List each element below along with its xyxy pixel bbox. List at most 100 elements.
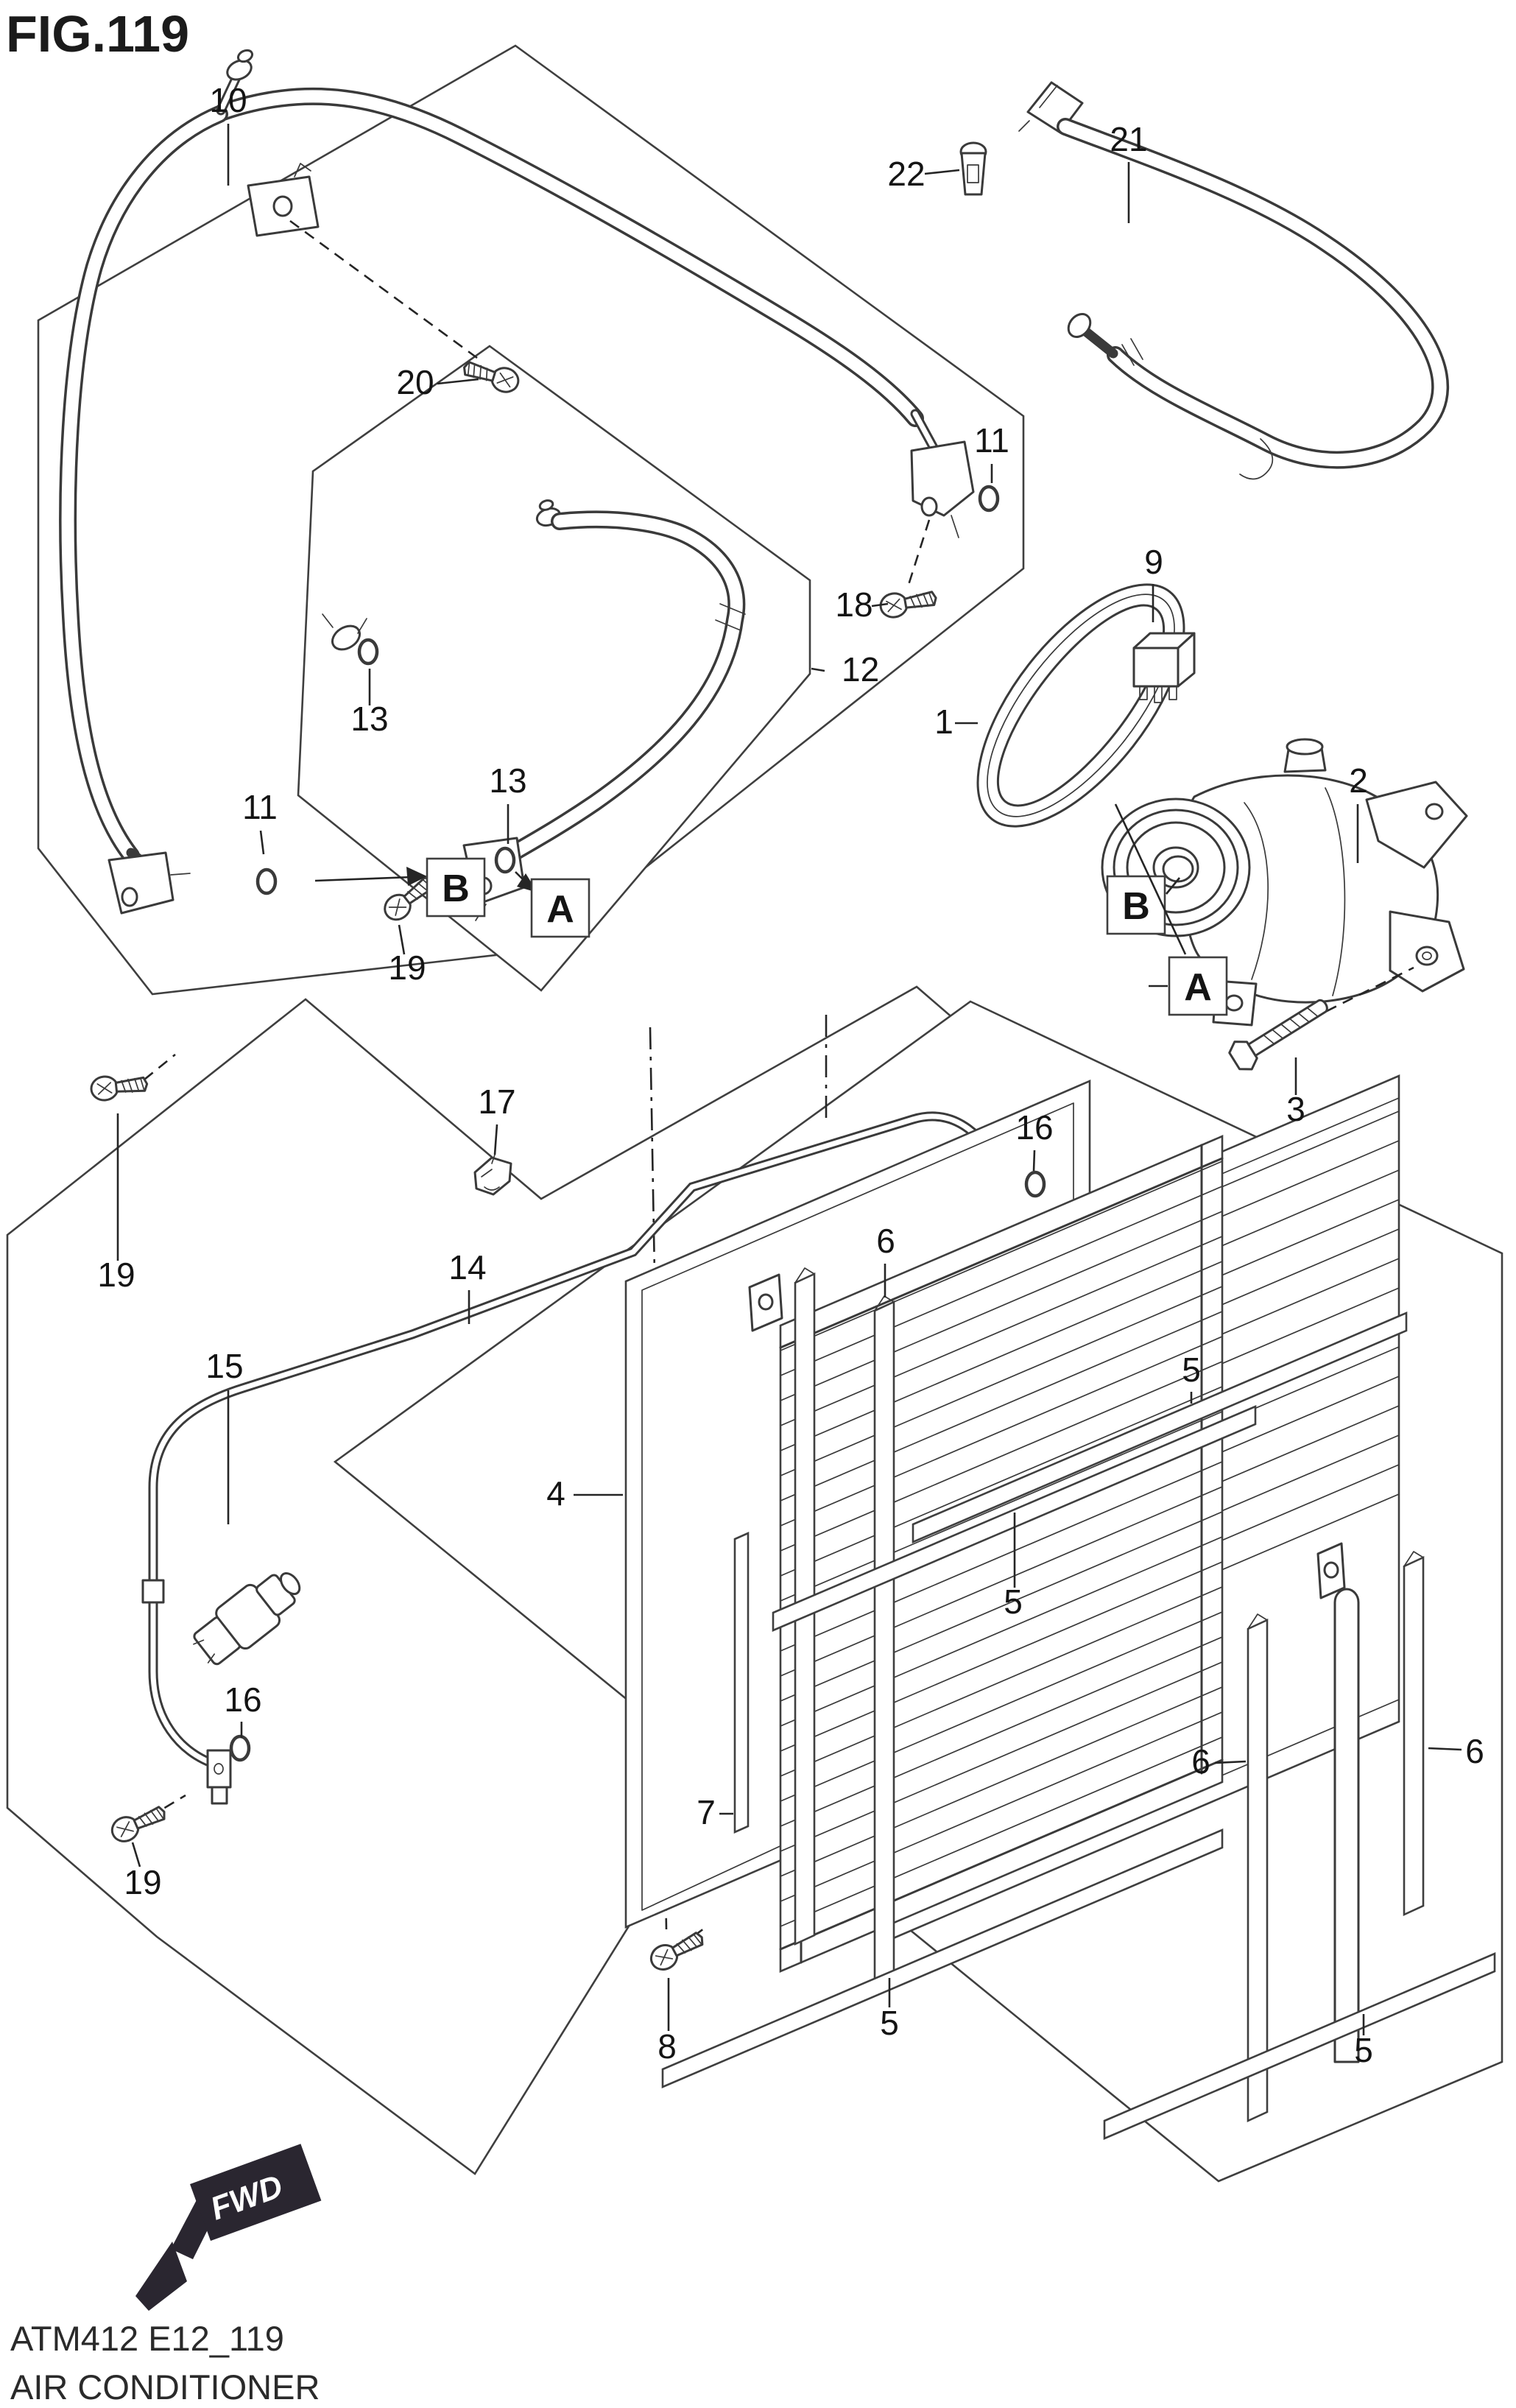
callout-part-6-right: 6 (1428, 1732, 1484, 1770)
callout-part-9: 9 (1144, 543, 1163, 622)
pipe-14-end-fitting-16 (206, 1749, 232, 1805)
svg-text:13: 13 (489, 761, 526, 800)
callout-part-12: 12 (811, 650, 879, 689)
hose-10-bracket (247, 163, 320, 237)
svg-text:15: 15 (205, 1347, 243, 1385)
callout-part-16-bottom: 16 (224, 1680, 262, 1738)
side-seal-7 (733, 1531, 750, 1834)
footer-code: ATM412 E12_119 (10, 2319, 284, 2358)
leader-bolt-19-left (144, 1053, 176, 1081)
callout-part-7: 7 (697, 1793, 733, 1831)
callout-part-22: 22 (887, 155, 960, 193)
svg-text:14: 14 (448, 1248, 486, 1286)
compressor-top-port (1283, 738, 1327, 773)
side-bar-6-b (873, 1295, 895, 1983)
group-box-hose-12 (297, 345, 811, 992)
callout-part-11-left: 11 (242, 788, 278, 855)
svg-text:6: 6 (1465, 1732, 1484, 1770)
callout-part-4: 4 (546, 1474, 623, 1513)
callout-part-10: 10 (209, 81, 247, 186)
callout-part-16-right: 16 (1015, 1108, 1054, 1172)
callout-part-19-left: 19 (97, 1113, 135, 1294)
pipe-14-tee (141, 1579, 165, 1604)
callout-part-6-top: 6 (876, 1222, 895, 1298)
core-mount-tab (748, 1273, 783, 1332)
bolt-19-left (88, 1071, 149, 1103)
svg-text:A: A (546, 888, 574, 931)
heater-hose-21 (1018, 81, 1450, 480)
callout-part-5-top-front: 5 (1004, 1513, 1023, 1621)
svg-text:6: 6 (1191, 1742, 1210, 1781)
callouts: 10 22 21 20 11 18 9 13 12 1 2 13 11 19 1… (97, 81, 1484, 2069)
cooler-pipe-14 (141, 1053, 1031, 1819)
svg-text:3: 3 (1286, 1090, 1305, 1128)
svg-text:11: 11 (242, 788, 278, 826)
callout-part-19-bottom: 19 (124, 1842, 162, 1901)
footer-title: AIR CONDITIONER (10, 2367, 320, 2407)
callout-part-15: 15 (205, 1347, 244, 1524)
svg-text:13: 13 (350, 700, 388, 738)
figure-title: FIG.119 (6, 5, 189, 63)
frame-bar-5-bottom-rear (1103, 1952, 1496, 2140)
pressure-switch-15 (193, 1571, 301, 1666)
callout-part-3: 3 (1286, 1057, 1305, 1128)
hose-21-spring-clamp (1239, 438, 1274, 480)
callout-part-14: 14 (448, 1248, 487, 1324)
hose-21-end-fitting (1067, 313, 1092, 338)
svg-text:11: 11 (974, 421, 1009, 460)
svg-text:9: 9 (1144, 543, 1163, 581)
callout-part-11-top: 11 (974, 421, 1009, 483)
svg-text:19: 19 (124, 1863, 161, 1901)
svg-text:19: 19 (388, 948, 426, 987)
pipe-clamp-17 (473, 1154, 512, 1196)
svg-text:7: 7 (697, 1793, 716, 1831)
compressor-rear-bracket (1365, 781, 1468, 993)
side-bar-6-d (1403, 1551, 1425, 1917)
svg-text:8: 8 (657, 2027, 677, 2066)
svg-text:4: 4 (546, 1474, 565, 1513)
callout-part-21: 21 (1110, 120, 1148, 223)
callout-part-2: 2 (1349, 761, 1368, 863)
svg-text:B: B (442, 867, 470, 910)
hose-10-top-nut (226, 59, 253, 81)
hose-10-right-elbow-fitting (910, 409, 975, 538)
condenser-assembly (624, 1074, 1496, 2140)
callout-part-5-top-rear: 5 (1182, 1351, 1201, 1404)
svg-text:16: 16 (224, 1680, 261, 1719)
callout-part-5-bottom-rear: 5 (1354, 2014, 1373, 2069)
svg-text:5: 5 (1182, 1351, 1201, 1389)
view-marker-a-hose: A (515, 871, 590, 938)
callout-part-6-mid: 6 (1191, 1742, 1247, 1781)
svg-text:19: 19 (97, 1256, 135, 1294)
svg-text:18: 18 (835, 585, 872, 624)
callout-part-19-center: 19 (388, 924, 426, 987)
valve-22 (959, 141, 987, 196)
frame-bar-5-bottom-front (661, 1828, 1224, 2088)
hose-12-side-fitting (322, 613, 367, 651)
svg-text:16: 16 (1015, 1108, 1053, 1147)
leader-bracket-to-screw-20 (289, 219, 478, 359)
svg-text:22: 22 (887, 155, 925, 193)
callout-part-13-upper: 13 (350, 669, 389, 738)
fwd-direction-badge: FWD (135, 2144, 322, 2311)
compressor-2 (1101, 738, 1468, 1046)
suction-hose-10 (59, 49, 975, 915)
svg-text:12: 12 (842, 650, 879, 689)
screw-8 (646, 1926, 709, 1976)
hose-10-left-elbow-fitting (107, 848, 191, 915)
svg-text:B: B (1122, 885, 1150, 928)
callout-part-5-bottom-front: 5 (880, 1978, 899, 2042)
callout-part-8: 8 (657, 1978, 677, 2066)
svg-text:17: 17 (478, 1082, 515, 1121)
svg-text:5: 5 (1004, 1583, 1023, 1621)
receiver-drier-tube (1316, 1542, 1360, 2063)
callout-part-18: 18 (835, 585, 889, 624)
view-marker-b-compressor: B (1106, 875, 1181, 935)
compressor-pulley (1101, 798, 1251, 937)
callout-part-1: 1 (934, 703, 978, 741)
callout-part-13-lower: 13 (489, 761, 527, 844)
svg-text:A: A (1184, 966, 1212, 1009)
view-marker-b-hose: B (314, 857, 486, 918)
svg-text:2: 2 (1349, 761, 1368, 800)
